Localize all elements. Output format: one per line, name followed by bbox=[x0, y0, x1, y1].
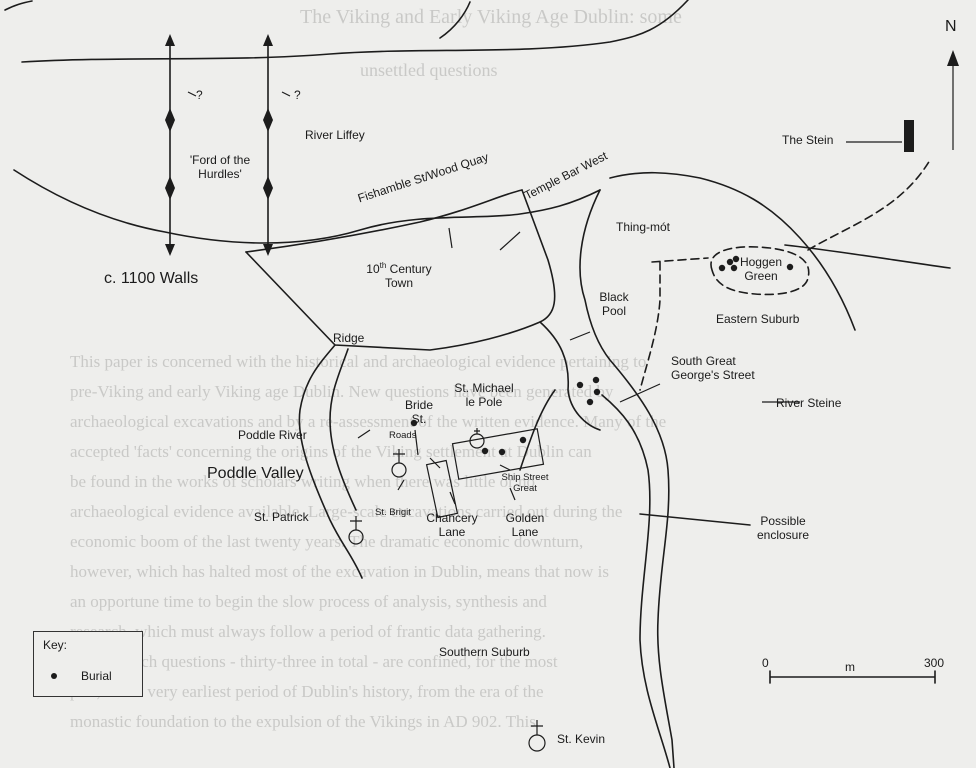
leader-lines bbox=[187, 91, 902, 505]
bg-paragraph-line: however, which has halted most of the ex… bbox=[70, 562, 609, 581]
scale-end: 300 bbox=[924, 656, 945, 670]
label-bride-st: Bride St. bbox=[404, 398, 433, 426]
steine-channel bbox=[601, 394, 671, 768]
st-kevin-cross bbox=[531, 720, 543, 735]
st-patrick-cross bbox=[350, 516, 362, 530]
label-st-michael-le-pole: St. Michael le Pole bbox=[454, 381, 514, 409]
key-burial-label: Burial bbox=[81, 669, 112, 683]
label-st-kevin: St. Kevin bbox=[557, 732, 606, 746]
bg-paragraph-line: accepted 'facts' concerning the origins … bbox=[70, 442, 592, 461]
label-ford-of-the-hurdles: 'Ford of the Hurdles' bbox=[189, 153, 251, 181]
label-golden-lane: Golden Lane bbox=[505, 511, 545, 539]
poddle-river-west bbox=[298, 344, 363, 579]
chancery-block bbox=[425, 459, 459, 519]
label-poddle-river: Poddle River bbox=[238, 428, 307, 442]
label-roads: Roads bbox=[389, 430, 417, 441]
label-question-1: ? bbox=[196, 88, 203, 102]
st-michael-cross bbox=[474, 428, 480, 434]
scale-bar-line bbox=[769, 670, 936, 684]
hoggen-green-enclosure bbox=[710, 246, 810, 296]
bg-paragraph-line: The research questions - thirty-three in… bbox=[70, 652, 558, 671]
town-wall-outline bbox=[245, 189, 556, 351]
label-river-steine: River Steine bbox=[776, 396, 842, 410]
label-c1100-walls: c. 1100 Walls bbox=[104, 270, 199, 287]
burial-markers bbox=[410, 255, 794, 456]
bg-paragraph-line: archaeological excavations and by a re-a… bbox=[70, 412, 667, 431]
st-brigit-circle bbox=[391, 462, 407, 478]
label-black-pool: Black Pool bbox=[599, 290, 629, 318]
east-road bbox=[784, 244, 951, 269]
bg-paragraph-line: research, which must always follow a per… bbox=[70, 622, 546, 641]
enclosure-pointer bbox=[639, 513, 751, 526]
bg-title: The Viking and Early Viking Age Dublin: … bbox=[300, 6, 682, 28]
burial-icon bbox=[51, 673, 57, 679]
bg-paragraph-line: economic boom of the last twenty years. … bbox=[70, 532, 584, 551]
scale-start: 0 bbox=[762, 656, 769, 670]
southern-edge bbox=[519, 389, 556, 471]
bg-subtitle: unsettled questions bbox=[360, 60, 498, 80]
label-ship-street-great: Ship Street Great bbox=[501, 472, 549, 494]
key-title: Key: bbox=[43, 638, 68, 652]
stein-marker bbox=[904, 120, 914, 152]
label-river-liffey: River Liffey bbox=[305, 128, 365, 142]
liffey-south-bank bbox=[13, 169, 601, 244]
liffey-north-bank bbox=[21, 0, 689, 63]
label-question-2: ? bbox=[294, 88, 301, 102]
bg-paragraph-line: This paper is concerned with the histori… bbox=[70, 352, 647, 371]
ship-street-block bbox=[451, 428, 545, 480]
label-possible-enclosure: Possible enclosure bbox=[756, 514, 810, 542]
label-southern-suburb: Southern Suburb bbox=[439, 645, 530, 659]
label-st-patrick: St. Patrick bbox=[254, 510, 309, 524]
liffey-north-bank-west bbox=[4, 0, 33, 11]
eastern-suburb-boundary bbox=[639, 257, 709, 391]
bg-paragraph-line: part, to the very earliest period of Dub… bbox=[70, 682, 544, 701]
north-arrow-label: N bbox=[945, 18, 957, 35]
steine-west-bank bbox=[579, 189, 675, 768]
steine-east-bank bbox=[609, 171, 856, 331]
label-chancery-lane: Chancery Lane bbox=[426, 511, 478, 539]
label-eastern-suburb: Eastern Suburb bbox=[716, 312, 800, 326]
map-key: Key: Burial bbox=[33, 631, 143, 697]
bg-paragraph-line: pre-Viking and early Viking age Dublin. … bbox=[70, 382, 614, 401]
st-patrick-circle bbox=[348, 529, 364, 545]
st-kevin-circle bbox=[528, 734, 546, 752]
bg-paragraph-line: an opportune time to begin the slow proc… bbox=[70, 592, 547, 611]
bg-paragraph-line: be found in the works of scholars writin… bbox=[70, 472, 536, 491]
stein-dashed-path bbox=[807, 159, 931, 251]
bg-paragraph-line: archaeological evidence available. Large… bbox=[70, 502, 623, 521]
town-wall-north bbox=[245, 189, 523, 253]
bg-paragraph-line: monastic foundation to the expulsion of … bbox=[70, 712, 536, 731]
st-brigit-cross bbox=[393, 449, 405, 463]
label-st-brigit: St. Brigit bbox=[375, 507, 411, 518]
st-michael-circle bbox=[469, 433, 485, 449]
label-10th-century-town: 10th Century Town bbox=[366, 261, 432, 290]
label-the-stein: The Stein bbox=[782, 133, 834, 147]
scale-unit: m bbox=[845, 660, 855, 674]
label-ridge: Ridge bbox=[333, 331, 365, 345]
label-hoggen-green: Hoggen Green bbox=[739, 255, 783, 283]
poddle-river-east bbox=[329, 348, 357, 511]
label-south-great-georges-street: South Great George's Street bbox=[671, 354, 755, 382]
black-pool-bank bbox=[539, 321, 601, 431]
label-thing-mot: Thing-mót bbox=[616, 220, 671, 234]
label-poddle-valley: Poddle Valley bbox=[207, 465, 304, 482]
liffey-north-bank-top bbox=[439, 1, 471, 39]
